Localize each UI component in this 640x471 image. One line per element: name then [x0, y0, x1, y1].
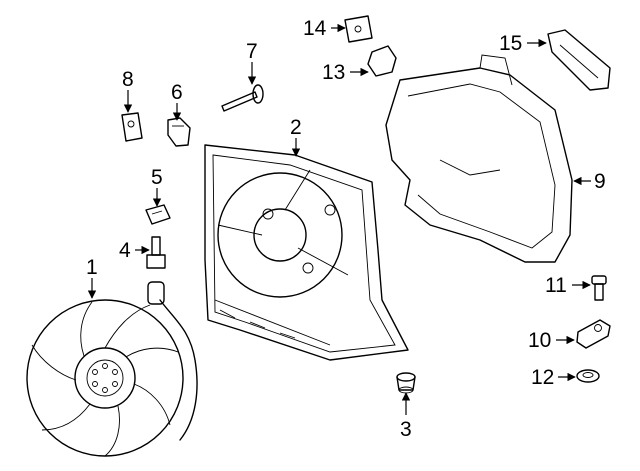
callout-6: 6 [171, 81, 183, 104]
bracket-part-10 [576, 319, 611, 349]
callout-4: 4 [119, 239, 131, 262]
pin-part-7 [221, 84, 264, 112]
callout-3: 3 [400, 418, 412, 441]
callout-1: 1 [86, 256, 98, 279]
shroud-part-2 [204, 144, 409, 361]
bolt-part-4 [146, 236, 166, 269]
callout-5: 5 [151, 166, 163, 189]
callout-labels: 1 2 3 4 5 6 7 8 9 10 11 12 13 14 15 [86, 17, 606, 441]
callout-8: 8 [122, 68, 134, 91]
callout-14: 14 [303, 17, 327, 40]
callout-15: 15 [499, 32, 522, 55]
pad-part-14 [344, 15, 373, 43]
block-part-13 [367, 45, 397, 77]
cover-part-9 [385, 54, 573, 263]
clip-part-6 [167, 117, 191, 147]
bracket-part-15 [547, 29, 611, 91]
callout-2: 2 [290, 116, 302, 139]
clip-part-5 [145, 204, 171, 225]
nut-part-12 [576, 369, 600, 383]
callout-7: 7 [246, 40, 258, 63]
callout-11: 11 [545, 274, 567, 297]
screw-part-11 [591, 275, 607, 301]
callout-13: 13 [322, 61, 345, 84]
callout-10: 10 [528, 329, 551, 352]
callout-12: 12 [531, 366, 554, 389]
leader-lines [87, 23, 591, 415]
callout-9: 9 [594, 170, 606, 193]
fan-part-1 [26, 281, 198, 457]
grommet-part-3 [396, 372, 416, 394]
nut-clip-part-8 [121, 112, 143, 142]
